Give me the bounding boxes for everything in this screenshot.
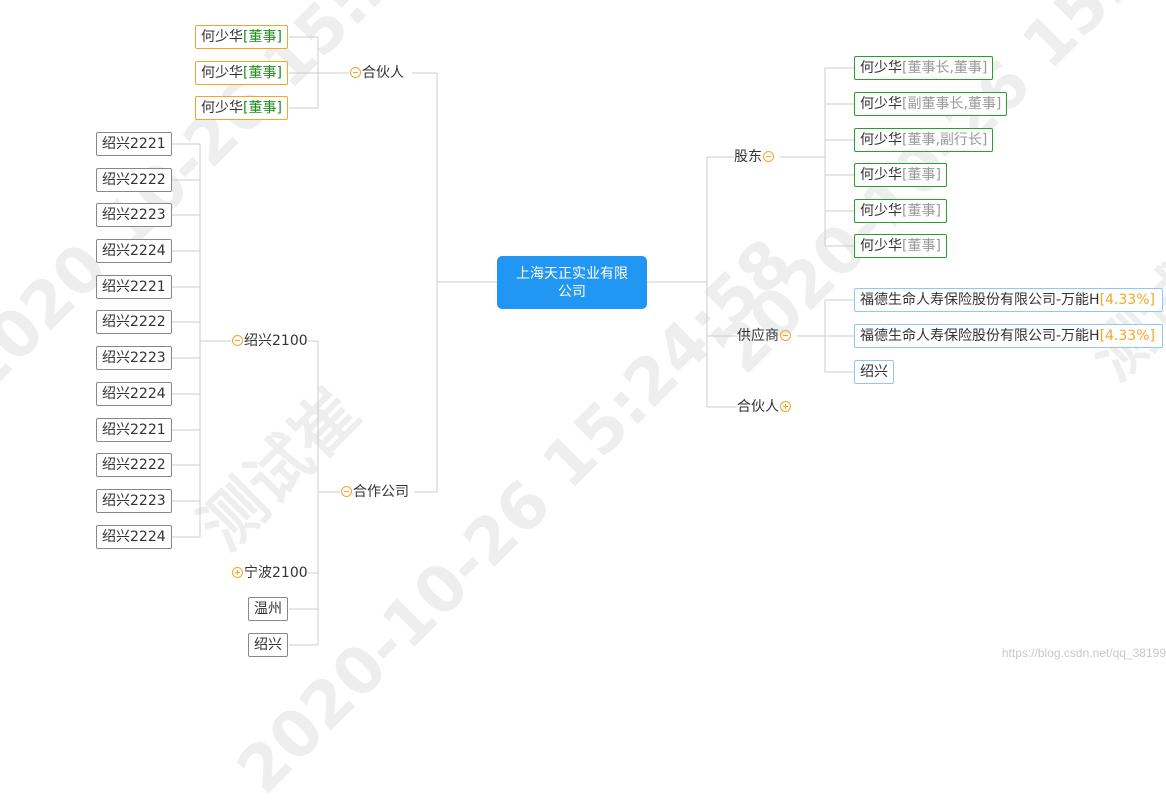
- supplier-name: 绍兴: [860, 364, 888, 380]
- partner-name: 何少华: [201, 65, 243, 81]
- shareholder-name: 何少华: [860, 167, 902, 183]
- shareholder-role: [董事]: [902, 203, 941, 219]
- company-node[interactable]: 绍兴2221: [96, 275, 172, 299]
- expand-toggle-icon[interactable]: [780, 401, 791, 412]
- companies-label-text: 合作公司: [353, 484, 409, 500]
- collapse-toggle-icon[interactable]: [780, 330, 791, 341]
- company-node[interactable]: 绍兴2223: [96, 489, 172, 513]
- company-node-shaoxing[interactable]: 绍兴: [248, 633, 288, 657]
- shareholder-name: 何少华: [860, 132, 902, 148]
- shareholder-role: [董事]: [902, 167, 941, 183]
- company-node[interactable]: 绍兴2224: [96, 239, 172, 263]
- connector-lines: [169, 36, 854, 646]
- collapse-toggle-icon[interactable]: [350, 67, 361, 78]
- shareholders-label-text: 股东: [734, 149, 762, 165]
- shaoxing-2100-label-text: 绍兴2100: [244, 333, 308, 349]
- collapse-toggle-icon[interactable]: [232, 335, 243, 346]
- partner-name: 何少华: [201, 100, 243, 116]
- partner-role: [董事]: [243, 65, 282, 81]
- supplier-name: 福德生命人寿保险股份有限公司-万能H: [860, 292, 1100, 308]
- shaoxing-2100-label[interactable]: 绍兴2100: [231, 331, 308, 351]
- shareholder-name: 何少华: [860, 60, 902, 76]
- source-url-watermark: https://blog.csdn.net/qq_38199: [1001, 646, 1166, 660]
- company-node[interactable]: 绍兴2224: [96, 382, 172, 406]
- ningbo-2100-label-text: 宁波2100: [244, 565, 308, 581]
- partner-node[interactable]: 何少华[董事]: [195, 61, 288, 85]
- center-company-node[interactable]: 上海天正实业有限公司: [497, 256, 647, 309]
- shareholder-node[interactable]: 何少华[副董事长,董事]: [854, 92, 1008, 116]
- suppliers-label[interactable]: 供应商: [737, 326, 792, 346]
- partner-name: 何少华: [201, 29, 243, 45]
- company-node[interactable]: 绍兴2223: [96, 203, 172, 227]
- supplier-node[interactable]: 福德生命人寿保险股份有限公司-万能H[4.33%]: [854, 324, 1163, 348]
- company-node[interactable]: 绍兴2221: [96, 132, 172, 156]
- collapse-toggle-icon[interactable]: [763, 151, 774, 162]
- left-partners-label-text: 合伙人: [362, 65, 404, 81]
- supplier-percent: [4.33%]: [1099, 328, 1155, 344]
- shareholder-name: 何少华: [860, 203, 902, 219]
- shareholder-name: 何少华: [860, 238, 902, 254]
- shareholder-name: 何少华: [860, 96, 902, 112]
- shareholder-role: [董事]: [902, 238, 941, 254]
- supplier-percent: [4.33%]: [1099, 292, 1155, 308]
- shareholder-role: [董事长,董事]: [902, 60, 988, 76]
- right-partners-label[interactable]: 合伙人: [737, 397, 792, 417]
- company-node[interactable]: 绍兴2221: [96, 418, 172, 442]
- supplier-node[interactable]: 福德生命人寿保险股份有限公司-万能H[4.33%]: [854, 288, 1163, 312]
- company-node[interactable]: 绍兴2222: [96, 453, 172, 477]
- partner-role: [董事]: [243, 29, 282, 45]
- shareholder-node[interactable]: 何少华[董事]: [854, 199, 947, 223]
- collapse-toggle-icon[interactable]: [341, 486, 352, 497]
- partner-node[interactable]: 何少华[董事]: [195, 25, 288, 49]
- shareholder-node[interactable]: 何少华[董事]: [854, 163, 947, 187]
- right-partners-label-text: 合伙人: [737, 399, 779, 415]
- shareholder-node[interactable]: 何少华[董事长,董事]: [854, 56, 994, 80]
- left-partners-label[interactable]: 合伙人: [349, 63, 404, 83]
- shareholders-label[interactable]: 股东: [734, 147, 775, 167]
- shareholder-role: [副董事长,董事]: [902, 96, 1002, 112]
- partner-role: [董事]: [243, 100, 282, 116]
- ningbo-2100-label[interactable]: 宁波2100: [231, 563, 308, 583]
- company-node[interactable]: 绍兴2223: [96, 346, 172, 370]
- shareholder-node[interactable]: 何少华[董事,副行长]: [854, 128, 994, 152]
- company-node[interactable]: 绍兴2222: [96, 168, 172, 192]
- expand-toggle-icon[interactable]: [232, 567, 243, 578]
- companies-label[interactable]: 合作公司: [340, 482, 409, 502]
- supplier-node[interactable]: 绍兴: [854, 360, 894, 384]
- supplier-name: 福德生命人寿保险股份有限公司-万能H: [860, 328, 1100, 344]
- company-node[interactable]: 绍兴2222: [96, 310, 172, 334]
- shareholder-role: [董事,副行长]: [902, 132, 988, 148]
- partner-node[interactable]: 何少华[董事]: [195, 96, 288, 120]
- shareholder-node[interactable]: 何少华[董事]: [854, 234, 947, 258]
- company-node[interactable]: 绍兴2224: [96, 525, 172, 549]
- suppliers-label-text: 供应商: [737, 328, 779, 344]
- company-node-wenzhou[interactable]: 温州: [248, 597, 288, 621]
